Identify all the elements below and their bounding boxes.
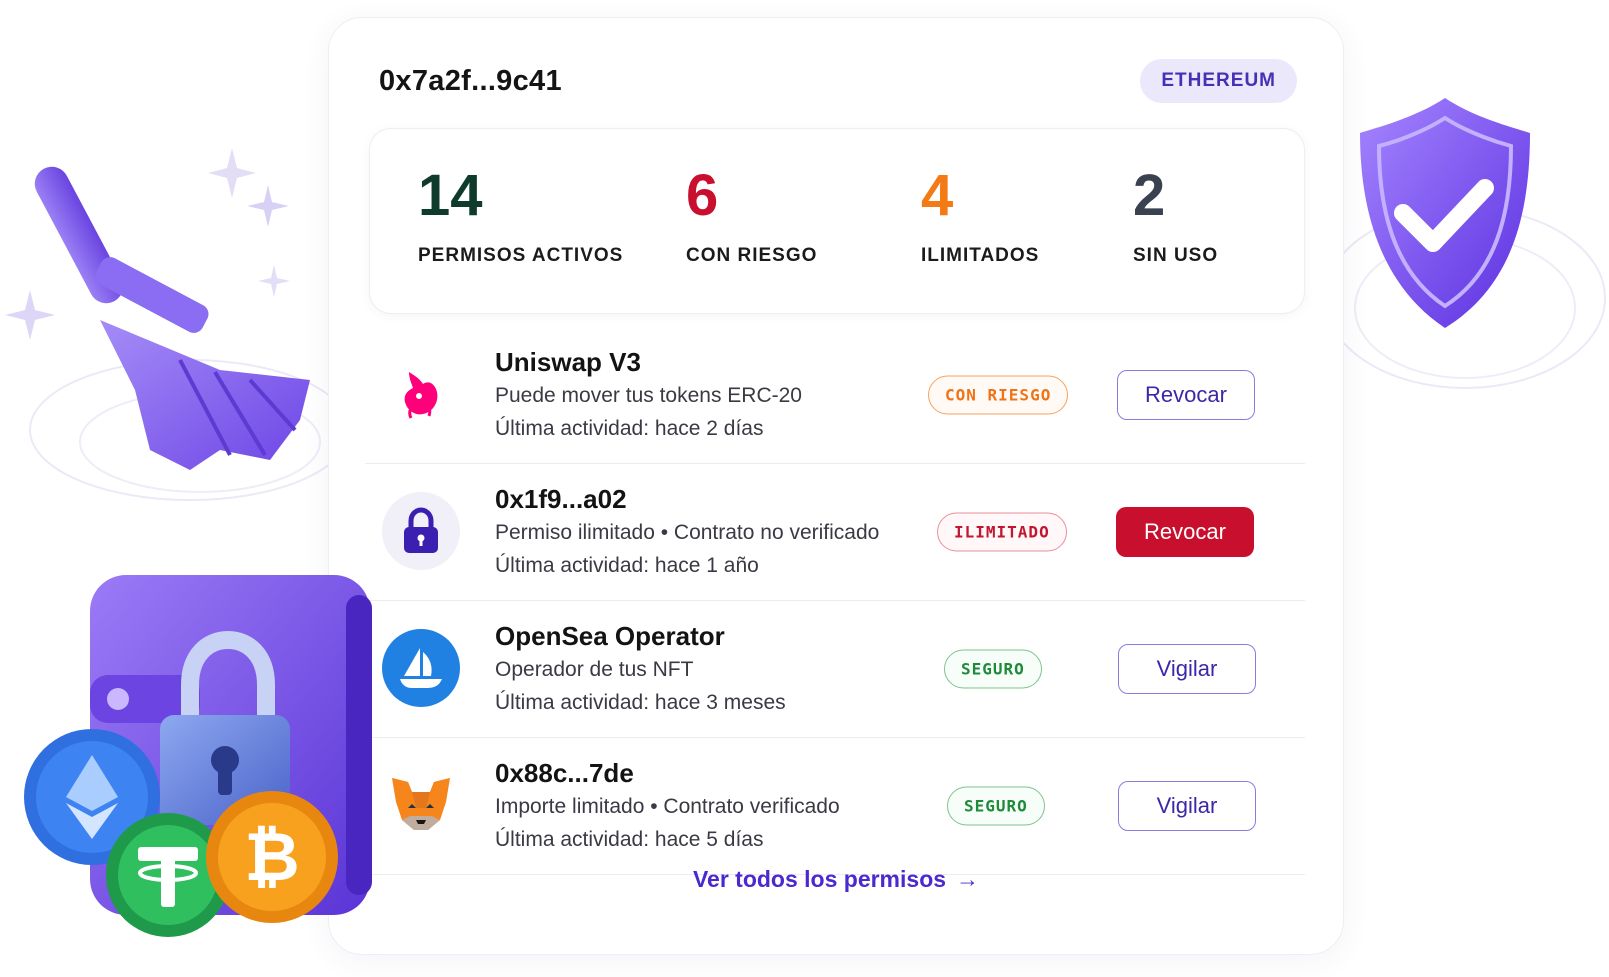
- revoke-button[interactable]: Revocar: [1117, 370, 1255, 420]
- stat-label: ILIMITADOS: [921, 245, 1040, 266]
- permission-info: OpenSea Operator Operador de tus NFT Últ…: [495, 619, 786, 719]
- stat-value: 6: [686, 163, 719, 228]
- permission-list: Uniswap V3 Puede mover tus tokens ERC-20…: [365, 327, 1305, 875]
- permission-name: OpenSea Operator: [495, 621, 725, 651]
- stat-label: SIN USO: [1133, 245, 1219, 266]
- stat-unlimited: 4 ILIMITADOS: [921, 165, 1039, 267]
- stat-label: PERMISOS ACTIVOS: [418, 245, 624, 266]
- permission-description: Operador de tus NFT: [495, 658, 694, 681]
- bitcoin-coin-icon: ₿: [206, 791, 338, 923]
- stat-value: 4: [921, 163, 954, 228]
- permission-info: 0x1f9...a02 Permiso ilimitado • Contrato…: [495, 482, 879, 582]
- permissions-card: 0x7a2f...9c41 ETHEREUM 14 PERMISOS ACTIV…: [328, 17, 1344, 955]
- permission-description: Importe limitado • Contrato verificado: [495, 795, 840, 818]
- permission-row: 0x1f9...a02 Permiso ilimitado • Contrato…: [365, 464, 1305, 601]
- watch-button[interactable]: Vigilar: [1118, 644, 1256, 694]
- permission-info: 0x88c...7de Importe limitado • Contrato …: [495, 756, 840, 856]
- stat-value: 2: [1133, 163, 1166, 228]
- permission-name: 0x1f9...a02: [495, 484, 627, 514]
- card-header: 0x7a2f...9c41 ETHEREUM: [379, 58, 1297, 104]
- stat-unused: 2 SIN USO: [1133, 165, 1218, 267]
- permission-description: Permiso ilimitado • Contrato no verifica…: [495, 521, 880, 544]
- stat-active-permissions: 14 PERMISOS ACTIVOS: [418, 165, 623, 267]
- arrow-right-icon: →: [956, 866, 980, 892]
- stat-label: CON RIESGO: [686, 245, 818, 266]
- uniswap-unicorn-icon: [382, 355, 460, 433]
- view-all-label: Ver todos los permisos: [692, 866, 947, 892]
- status-badge: ILIMITADO: [937, 512, 1067, 552]
- tether-coin-icon: [106, 813, 230, 937]
- permission-activity: Última actividad: hace 1 año: [495, 554, 759, 577]
- padlock-icon: [382, 492, 460, 570]
- network-badge: ETHEREUM: [1140, 59, 1297, 103]
- wallet-lock-icon: ₿: [24, 575, 372, 937]
- permission-name: Uniswap V3: [495, 347, 641, 377]
- permission-activity: Última actividad: hace 2 días: [495, 417, 764, 440]
- status-badge: SEGURO: [947, 786, 1045, 826]
- permission-name: 0x88c...7de: [495, 758, 634, 788]
- status-badge: SEGURO: [944, 649, 1042, 689]
- ethereum-coin-icon: [24, 729, 160, 865]
- permission-description: Puede mover tus tokens ERC-20: [495, 384, 802, 407]
- permission-row: 0x88c...7de Importe limitado • Contrato …: [365, 738, 1305, 875]
- opensea-boat-icon: [382, 629, 460, 707]
- revoke-button[interactable]: Revocar: [1116, 507, 1254, 557]
- watch-button[interactable]: Vigilar: [1118, 781, 1256, 831]
- permission-info: Uniswap V3 Puede mover tus tokens ERC-20…: [495, 345, 802, 445]
- permission-row: OpenSea Operator Operador de tus NFT Últ…: [365, 601, 1305, 738]
- stats-panel: 14 PERMISOS ACTIVOS 6 CON RIESGO 4 ILIMI…: [369, 128, 1305, 314]
- stat-value: 14: [418, 163, 483, 228]
- permission-activity: Última actividad: hace 3 meses: [495, 691, 786, 714]
- view-all-permissions-link[interactable]: Ver todos los permisos →: [329, 866, 1343, 893]
- permission-activity: Última actividad: hace 5 días: [495, 828, 764, 851]
- permission-row: Uniswap V3 Puede mover tus tokens ERC-20…: [365, 327, 1305, 464]
- svg-text:₿: ₿: [244, 818, 299, 897]
- wallet-address: 0x7a2f...9c41: [379, 64, 562, 97]
- stat-at-risk: 6 CON RIESGO: [686, 165, 817, 267]
- status-badge: CON RIESGO: [928, 375, 1069, 415]
- metamask-fox-icon: [382, 766, 460, 844]
- shield-check-icon: [1324, 98, 1606, 389]
- broom-icon: [5, 148, 330, 501]
